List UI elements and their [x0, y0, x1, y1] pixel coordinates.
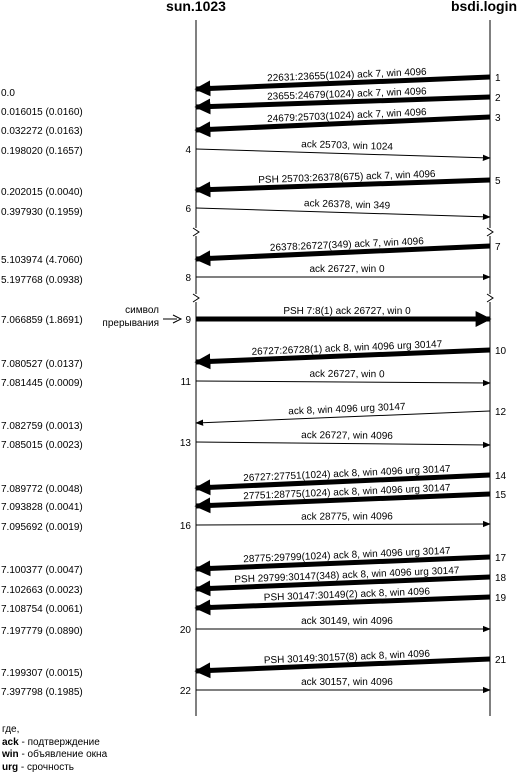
legend-term: ack — [2, 737, 19, 748]
ack-arrow — [196, 442, 490, 445]
segment-number: 6 — [185, 204, 191, 215]
segment-number: 15 — [495, 490, 507, 501]
segment-number: 1 — [495, 73, 501, 84]
segment-label: ack 30157, win 4096 — [301, 677, 393, 688]
segment-number: 18 — [495, 573, 507, 584]
segment-number: 20 — [180, 625, 192, 636]
segment-number: 7 — [495, 242, 501, 253]
segment-4: ack 25703, win 1024 4 0.198020 (0.1657) — [1, 139, 490, 158]
timestamp: 0.397930 (0.1959) — [1, 207, 83, 218]
legend-item-ack: ack - подтверждение — [2, 737, 107, 750]
segment-label: ack 26727, win 0 — [309, 264, 384, 275]
segment-number: 14 — [495, 471, 507, 482]
timestamp: 7.095692 (0.0019) — [1, 522, 83, 533]
left-host-title: sun.1023 — [166, 0, 226, 14]
left-timeline-break — [193, 228, 199, 236]
timestamp: 7.089772 (0.0048) — [1, 484, 83, 495]
legend-term: urg — [2, 762, 18, 773]
right-timeline-break — [487, 228, 493, 236]
annotation-line-1: символ — [125, 305, 159, 316]
segment-number: 3 — [495, 113, 501, 124]
segment-22: ack 30157, win 4096 22 7.397798 (0.1985) — [1, 677, 490, 698]
timestamp: 7.199307 (0.0015) — [1, 668, 83, 679]
timestamp: 7.085015 (0.0023) — [1, 440, 83, 451]
segment-label: ack 28775, win 4096 — [301, 511, 393, 522]
segment-number: 10 — [495, 346, 507, 357]
legend-item-win: win - объявление окна — [2, 749, 107, 762]
segment-number: 5 — [495, 176, 501, 187]
segment-number: 19 — [495, 593, 507, 604]
segment-label: ack 26727, win 0 — [309, 369, 385, 381]
segment-label: ack 26378, win 349 — [304, 198, 391, 212]
right-host-title: bsdi.login — [451, 0, 517, 14]
legend-desc: - подтверждение — [19, 737, 100, 748]
timestamp: 7.093828 (0.0041) — [1, 502, 83, 513]
left-timeline-break — [193, 294, 199, 302]
timestamp: 0.202015 (0.0040) — [1, 187, 83, 198]
timestamp: 0.032272 (0.0163) — [1, 126, 83, 137]
segment-number: 12 — [495, 407, 507, 418]
segment-8: ack 26727, win 0 8 5.197768 (0.0938) — [1, 264, 490, 286]
timestamp: 7.397798 (0.1985) — [1, 687, 83, 698]
timestamp: 0.016015 (0.0160) — [1, 107, 83, 118]
segment-label: ack 25703, win 1024 — [301, 139, 393, 153]
legend-desc: - объявление окна — [19, 749, 107, 760]
timestamp: 7.081445 (0.0009) — [1, 378, 83, 389]
legend: где, ack - подтверждение win - объявлени… — [2, 724, 107, 774]
segment-13: ack 26727, win 4096 13 7.085015 (0.0023) — [1, 430, 490, 451]
ack-arrow — [196, 524, 490, 525]
segment-label: ack 26727, win 4096 — [301, 430, 393, 442]
ack-arrow — [196, 381, 490, 383]
timestamp: 7.066859 (1.8691) — [1, 315, 83, 326]
segment-20: ack 30149, win 4096 20 7.197779 (0.0890) — [1, 616, 490, 637]
timestamp: 7.108754 (0.0061) — [1, 604, 83, 615]
segment-number: 9 — [185, 315, 191, 326]
segment-number: 22 — [180, 686, 192, 697]
segment-number: 4 — [185, 145, 191, 156]
segment-9: PSH 7:8(1) ack 26727, win 0 9 7.066859 (1.… — [1, 306, 490, 326]
timestamp: 5.197768 (0.0938) — [1, 275, 83, 286]
segment-6: ack 26378, win 349 6 0.397930 (0.1959) — [1, 198, 490, 218]
segment-number: 13 — [180, 438, 192, 449]
timestamp: 5.103974 (4.7060) — [1, 255, 83, 266]
legend-header: где, — [2, 724, 107, 737]
timestamp: 7.080527 (0.0137) — [1, 359, 83, 370]
right-timeline-break — [487, 294, 493, 302]
segment-number: 16 — [180, 521, 192, 532]
legend-term: win — [2, 749, 19, 760]
segment-label: ack 30149, win 4096 — [301, 616, 393, 627]
timestamp: 0.0 — [1, 88, 15, 99]
segment-number: 21 — [495, 655, 507, 666]
annotation-line-2: прерывания — [102, 318, 159, 329]
segment-16: ack 28775, win 4096 16 7.095692 (0.0019) — [1, 511, 490, 533]
segment-10: 26727:26728(1) ack 8, win 4096 urg 30147… — [1, 339, 507, 370]
timestamp: 7.102663 (0.0023) — [1, 585, 83, 596]
segment-11: ack 26727, win 0 11 7.081445 (0.0009) — [1, 369, 490, 389]
urgent-annotation: символ прерывания — [102, 305, 181, 329]
legend-desc: - срочность — [18, 762, 74, 773]
timestamp: 7.100377 (0.0047) — [1, 565, 83, 576]
segment-number: 11 — [181, 377, 192, 388]
legend-item-urg: urg - срочность — [2, 762, 107, 774]
segment-label: PSH 7:8(1) ack 26727, win 0 — [283, 306, 411, 317]
segment-number: 8 — [185, 273, 191, 284]
segment-number: 2 — [495, 93, 501, 104]
timestamp: 7.197779 (0.0890) — [1, 626, 83, 637]
timestamp: 0.198020 (0.1657) — [1, 146, 83, 157]
timestamp: 7.082759 (0.0013) — [1, 421, 83, 432]
segment-number: 17 — [495, 553, 507, 564]
